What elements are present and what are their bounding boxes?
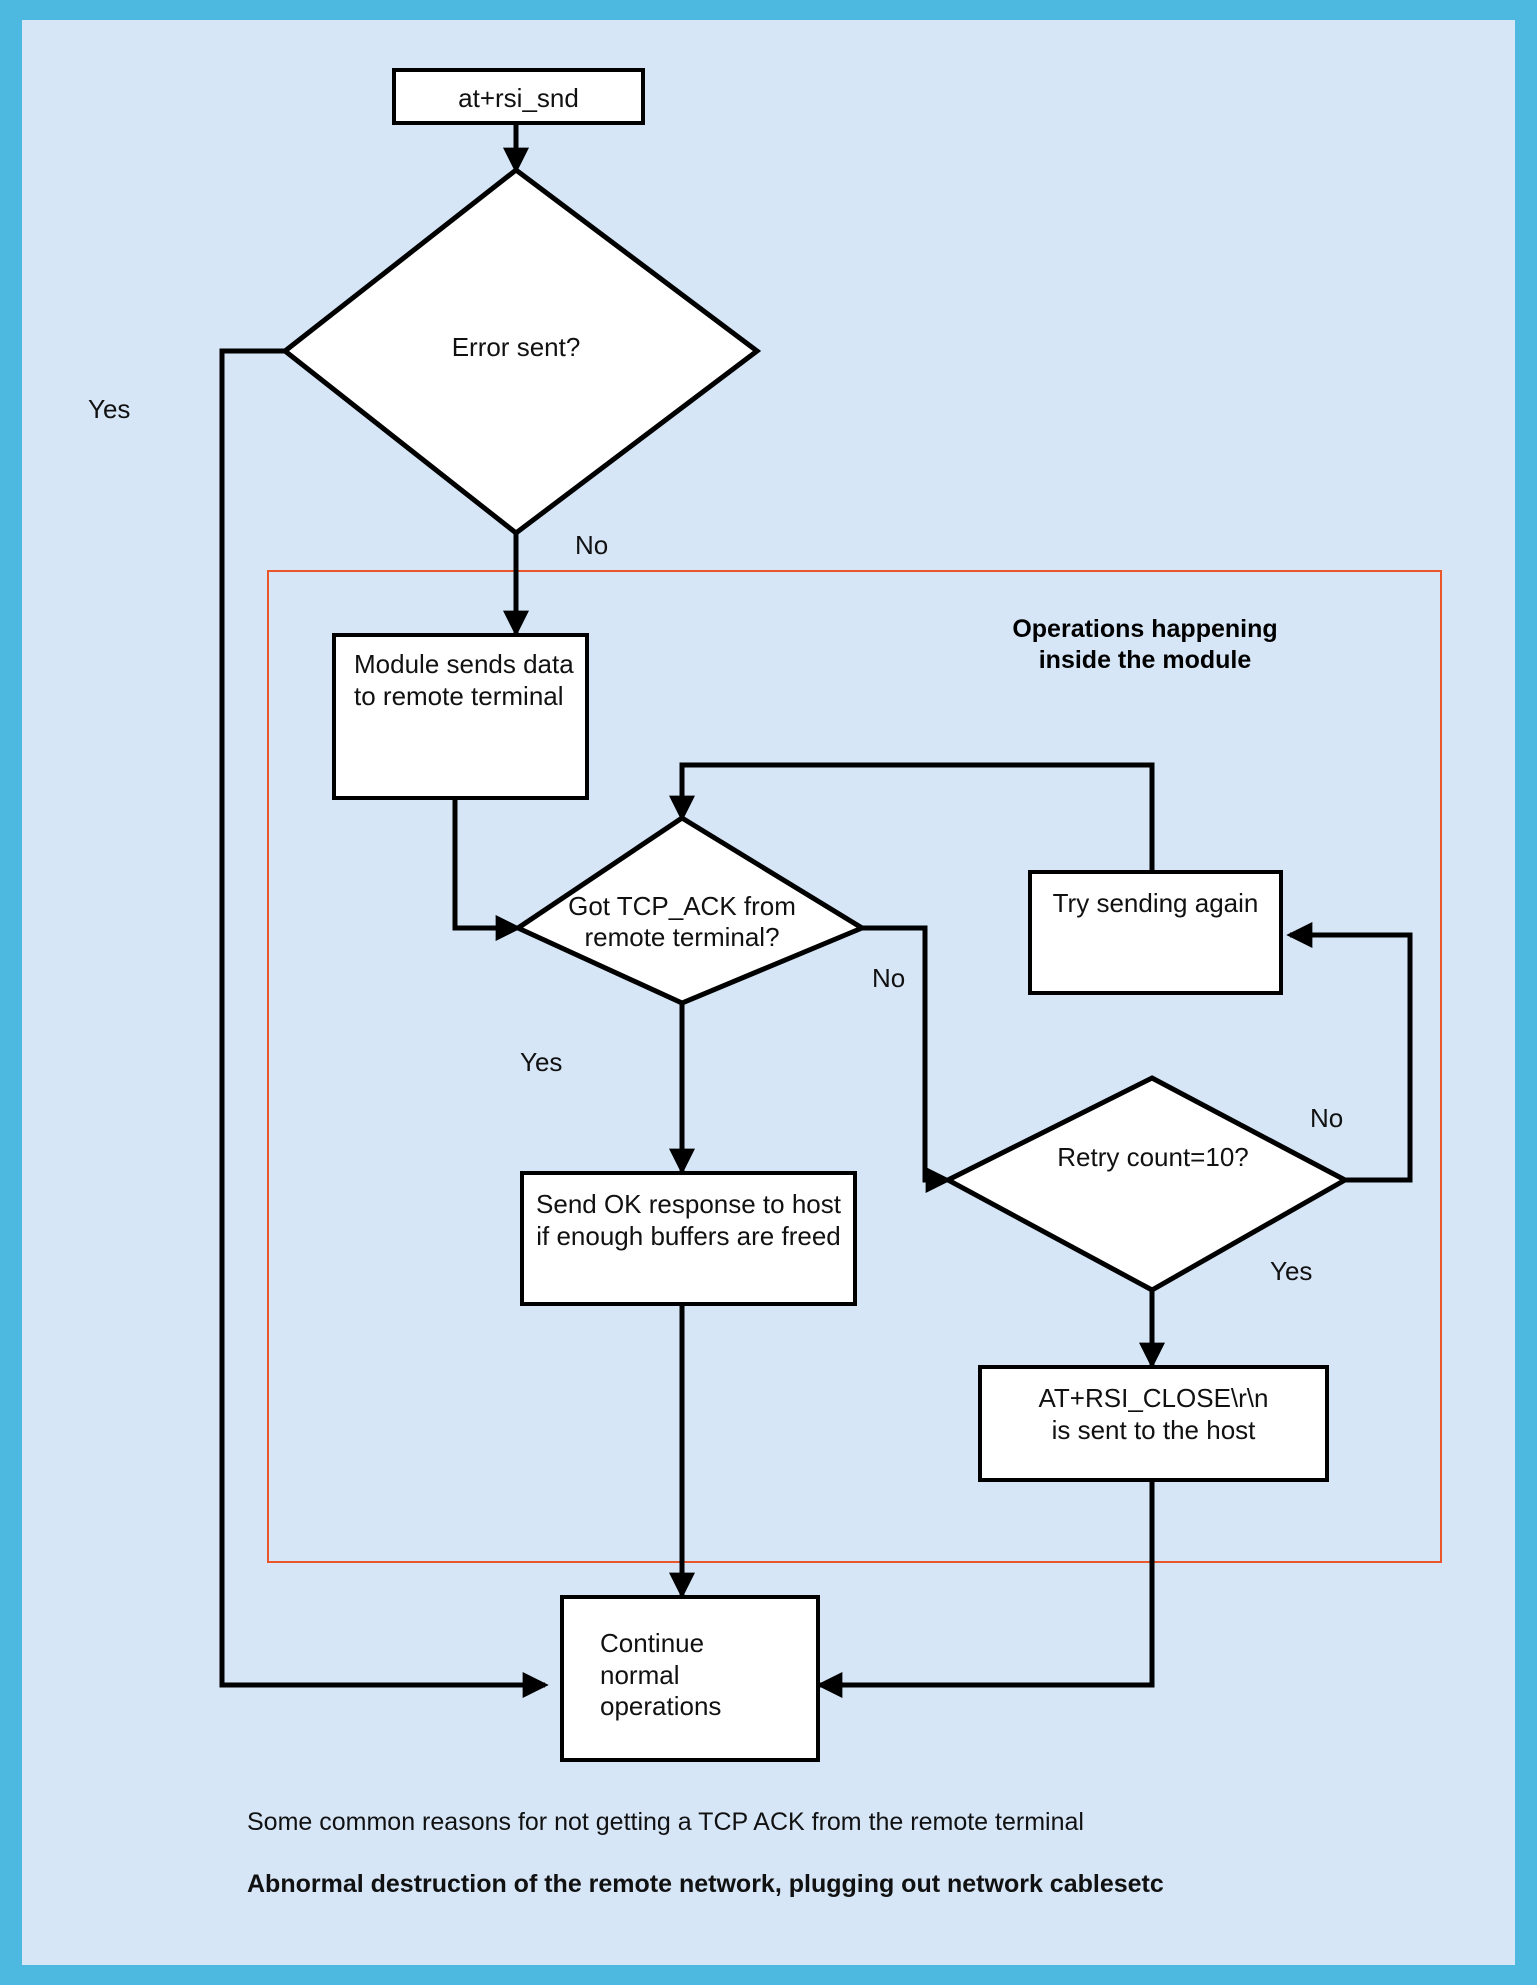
process-start-label: at+rsi_snd (458, 83, 579, 113)
footer-note-secondary: Abnormal destruction of the remote netwo… (247, 1870, 1164, 1898)
edge-label-error-yes: Yes (88, 394, 131, 424)
edge-label-retry-no: No (1310, 1103, 1344, 1133)
footer-note-primary: Some common reasons for not getting a TC… (247, 1808, 1084, 1836)
process-send-ok-response: Send OK response to host if enough buffe… (520, 1171, 857, 1306)
edge-label-error-no: No (575, 530, 609, 560)
process-send-ok-response-label: Send OK response to host if enough buffe… (536, 1189, 841, 1251)
module-caption-label: Operations happening inside the module (1012, 615, 1278, 674)
edge-label-retry-yes: Yes (1270, 1256, 1313, 1286)
process-continue-normal-operations-label: Continue normal operations (600, 1628, 722, 1722)
edge-label-ack-no: No (872, 963, 906, 993)
process-module-sends-data: Module sends data to remote terminal (332, 633, 589, 800)
edge-label-ack-yes: Yes (520, 1047, 563, 1077)
process-try-sending-again-label: Try sending again (1052, 888, 1259, 918)
process-try-sending-again: Try sending again (1028, 870, 1283, 995)
process-start: at+rsi_snd (392, 68, 645, 125)
process-module-sends-data-label: Module sends data to remote terminal (354, 649, 574, 711)
process-continue-normal-operations: Continue normal operations (560, 1595, 820, 1762)
process-rsi-close: AT+RSI_CLOSE\r\n is sent to the host (978, 1365, 1329, 1482)
process-rsi-close-label: AT+RSI_CLOSE\r\n is sent to the host (1038, 1383, 1269, 1445)
